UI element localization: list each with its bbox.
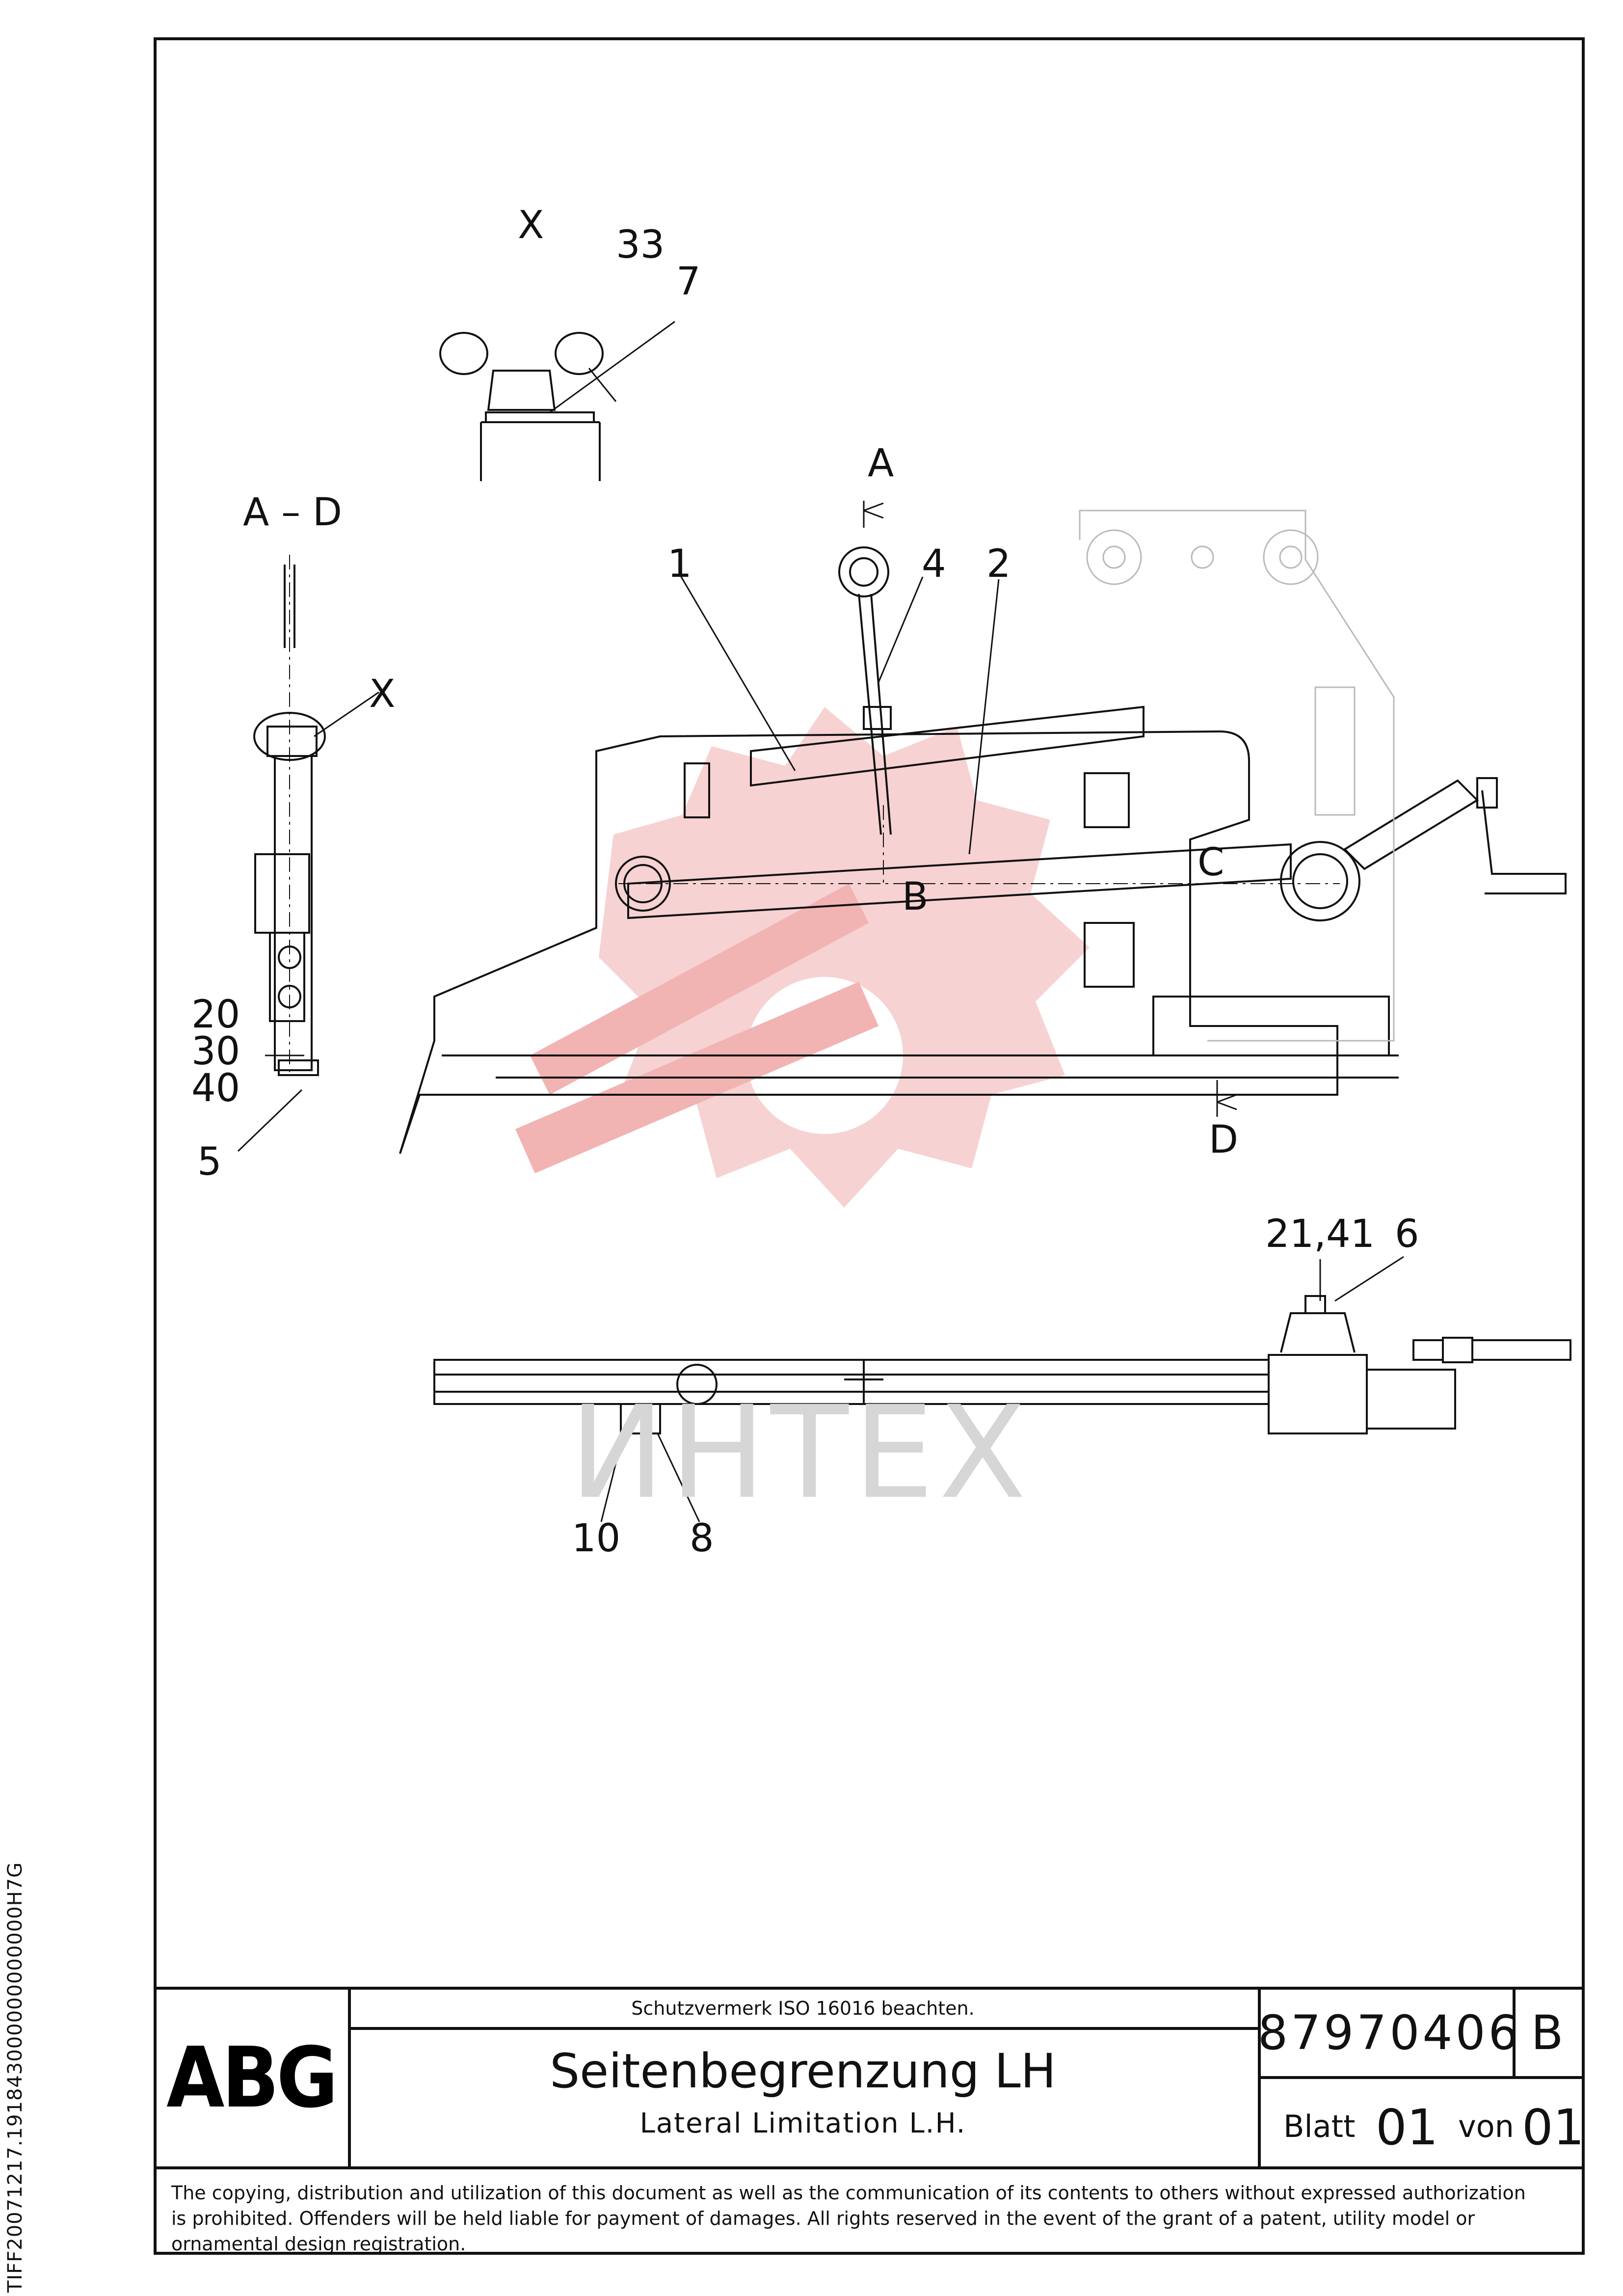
- callout-33: 33: [616, 223, 665, 267]
- protection-notice: Schutzvermerk ISO 16016 beachten.: [348, 1990, 1258, 2030]
- of-value: 01: [1522, 2099, 1585, 2156]
- drawing-frame: [154, 37, 1585, 2255]
- sheet-label: Blatt: [1283, 2108, 1356, 2144]
- callout-5: 5: [197, 1140, 222, 1184]
- title-cell: Schutzvermerk ISO 16016 beachten. Seiten…: [348, 1990, 1261, 2166]
- logo-cell: ABG: [154, 1990, 351, 2166]
- center-lines: [289, 555, 1340, 1075]
- callout-4: 4: [922, 542, 946, 586]
- label-detail-x: X: [518, 203, 544, 247]
- callout-10: 10: [572, 1516, 621, 1561]
- callout-30: 30: [191, 1029, 240, 1074]
- leader-lines: [237, 321, 1404, 1522]
- title-block: ABG Schutzvermerk ISO 16016 beachten. Se…: [154, 1987, 1585, 2166]
- side-identifier: TIFF20071217.191843000000000000H7G: [4, 1862, 27, 2293]
- copyright-text: The copying, distribution and utilizatio…: [171, 2182, 1526, 2255]
- top-view: [433, 1295, 1571, 1434]
- section-markers: [863, 501, 1237, 1117]
- abg-logo: ABG: [166, 2029, 338, 2127]
- callout-8: 8: [690, 1516, 714, 1561]
- callout-21-41: 21,41: [1265, 1212, 1375, 1256]
- callout-20: 20: [191, 993, 240, 1037]
- sheet-value: 01: [1376, 2099, 1438, 2156]
- callout-7: 7: [676, 260, 701, 304]
- callout-40: 40: [191, 1066, 240, 1110]
- drawing-number: 87970406: [1258, 1990, 1518, 2079]
- label-section-c: C: [1197, 840, 1224, 885]
- callout-2: 2: [986, 542, 1011, 586]
- sheet-info: Blatt 01 von 01: [1258, 2076, 1585, 2166]
- main-side-view: [399, 546, 1567, 1154]
- copyright-block: The copying, distribution and utilizatio…: [154, 2166, 1585, 2255]
- detail-x-wing-nut: [439, 332, 604, 481]
- label-section-ad: A – D: [243, 490, 343, 535]
- label-section-d: D: [1209, 1118, 1239, 1162]
- callout-6: 6: [1395, 1212, 1419, 1256]
- label-section-b: B: [902, 875, 929, 919]
- of-label: von: [1458, 2108, 1514, 2144]
- revision: B: [1513, 1990, 1582, 2079]
- phantom-bracket: [1079, 510, 1395, 1042]
- label-section-a: A: [868, 441, 894, 486]
- label-detail-x-ref: X: [369, 672, 396, 716]
- callout-1: 1: [667, 542, 692, 586]
- watermark-logo: [515, 707, 1090, 1208]
- watermark-text: ИНТЕХ: [569, 1379, 1032, 1527]
- drawing-title-en: Lateral Limitation L.H.: [639, 2107, 966, 2139]
- drawing-title-de: Seitenbegrenzung LH: [550, 2044, 1056, 2099]
